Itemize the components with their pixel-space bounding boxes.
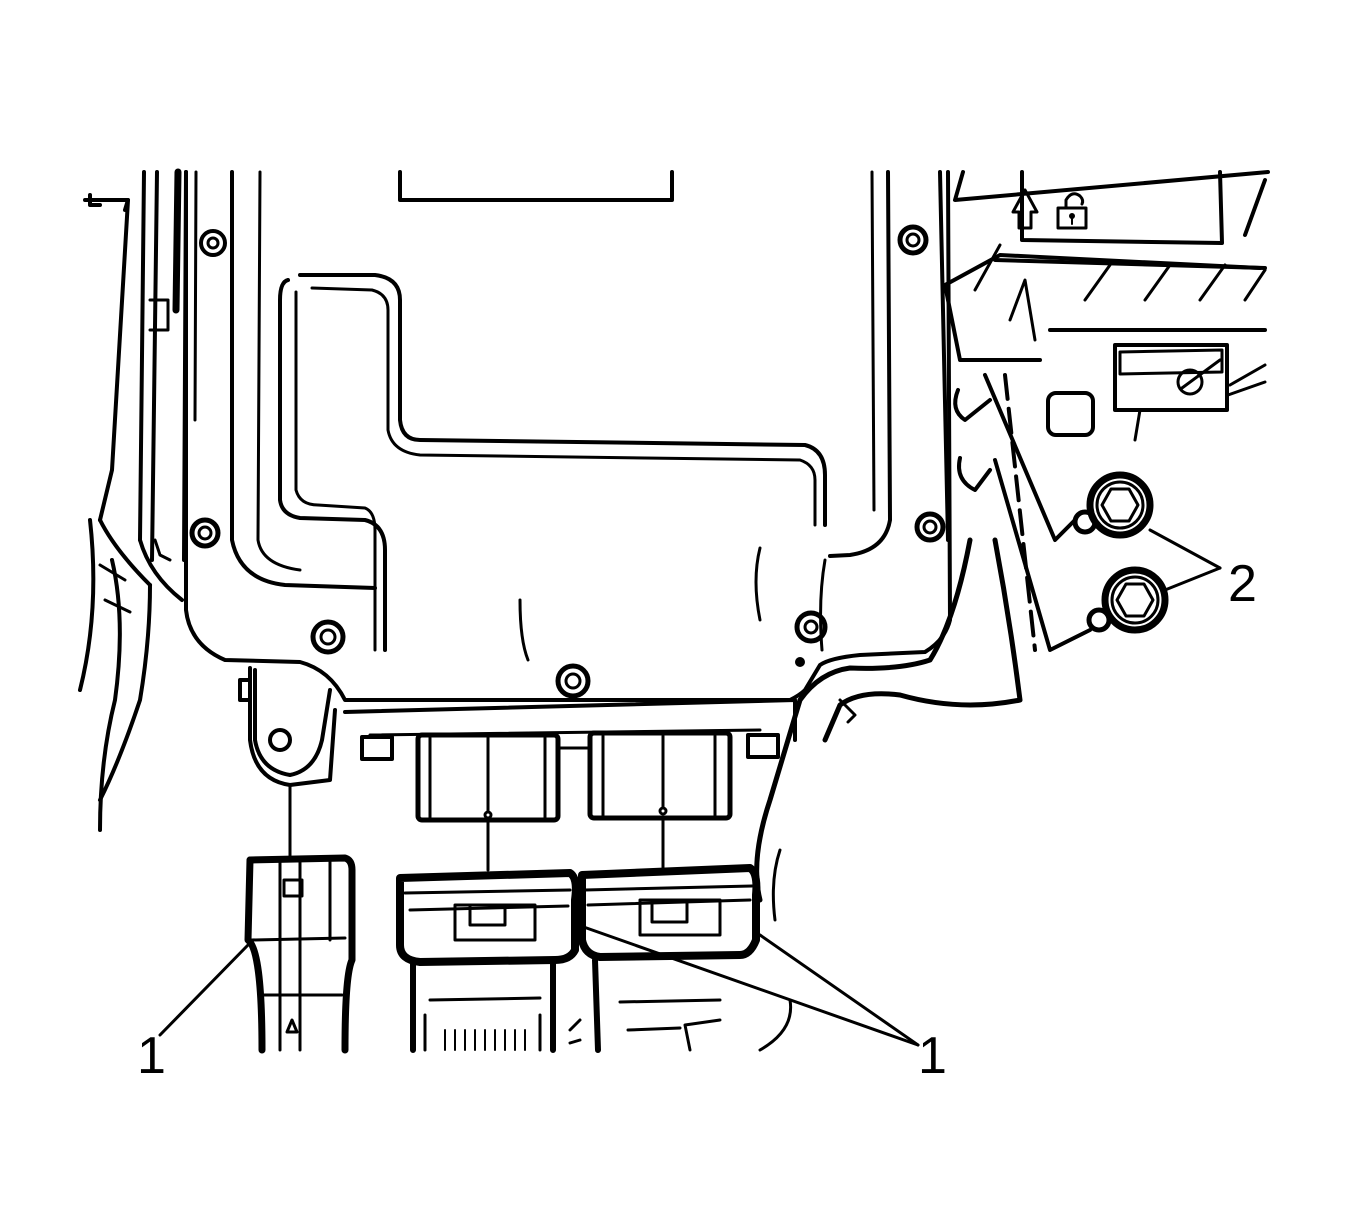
unlocked-padlock-icon <box>1056 192 1088 230</box>
housing-bolt <box>189 517 221 549</box>
callout-label-1-left: 1 <box>137 1027 166 1085</box>
housing-bolt <box>897 224 929 256</box>
housing-bolt <box>914 511 946 543</box>
alignment-lines <box>288 783 665 872</box>
mounting-bolt-upper <box>1072 471 1154 539</box>
left-bracket <box>78 168 227 832</box>
housing-bolt <box>310 619 346 655</box>
mounting-bolt-lower <box>1086 566 1169 634</box>
up-arrow-icon <box>1011 188 1039 230</box>
small-harness-connector <box>244 854 356 1054</box>
housing-bolt <box>555 663 591 699</box>
connector-header <box>238 666 797 823</box>
callout-label-1-right: 1 <box>918 1027 947 1085</box>
large-harness-connector-right <box>568 864 761 1053</box>
callout-leaders <box>158 528 1222 1047</box>
housing-bolt <box>794 610 828 644</box>
callout-label-2: 2 <box>1228 555 1257 613</box>
large-harness-connector-left <box>396 869 580 1053</box>
control-module-housing <box>184 170 952 702</box>
right-harness-assembly <box>754 170 1270 1052</box>
